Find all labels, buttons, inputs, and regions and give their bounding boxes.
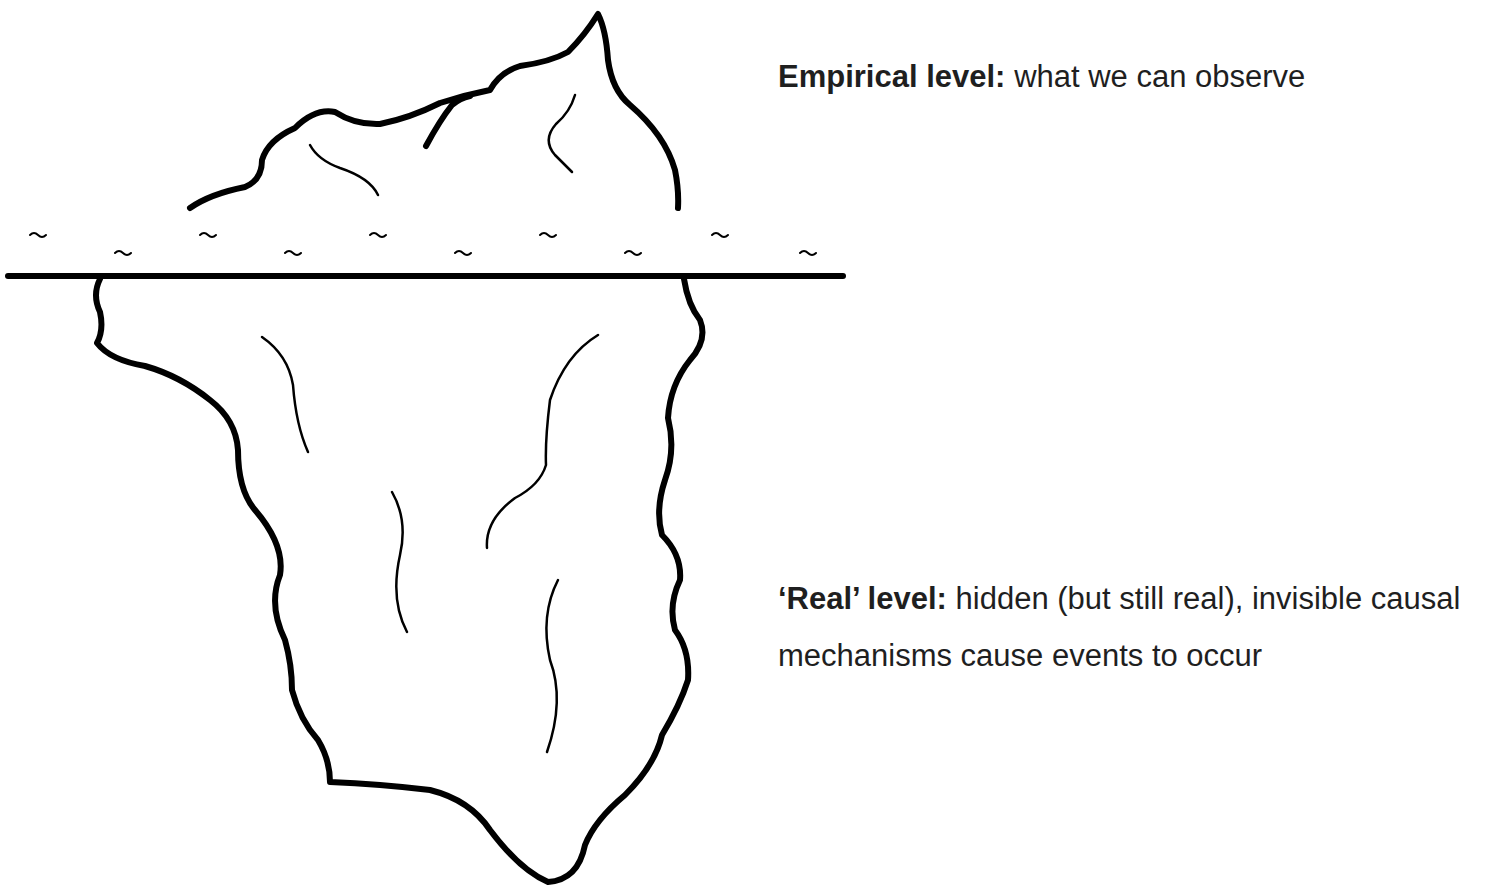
text-label: ‘Real’ level:hidden (but still real), in…: [778, 570, 1478, 684]
level-heading: ‘Real’ level:: [778, 581, 947, 616]
ice-crack: [487, 335, 598, 548]
iceberg-body: [96, 279, 702, 882]
waterline: [8, 273, 843, 279]
level-description: what we can observe: [1014, 59, 1305, 94]
ice-crack: [392, 492, 407, 632]
ice-crack: [310, 145, 378, 195]
ice-crack: [546, 580, 558, 752]
ice-crack: [426, 96, 470, 146]
water-ripples: [30, 233, 816, 255]
iceberg-tip: [190, 14, 678, 208]
text-label: Empirical level: what we can observe: [778, 48, 1478, 105]
ice-crack: [549, 95, 575, 172]
ice-crack: [262, 337, 308, 452]
level-heading: Empirical level:: [778, 59, 1005, 94]
